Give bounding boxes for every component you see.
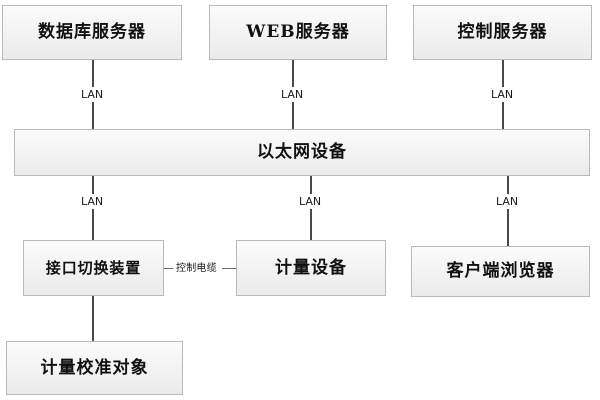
node-ethernet-device[interactable]: 以太网设备 <box>14 129 590 176</box>
node-web-server-label: WEB服务器 <box>246 22 350 43</box>
node-metering-device-label: 计量设备 <box>274 257 348 278</box>
edge-label-lan-interface: LAN <box>78 194 107 209</box>
node-interface-switch-label: 接口切换装置 <box>45 258 142 277</box>
edge-label-lan-metering: LAN <box>296 194 325 209</box>
node-calibration-object[interactable]: 计量校准对象 <box>6 341 183 395</box>
node-client-browser[interactable]: 客户端浏览器 <box>411 246 590 297</box>
connector-interface-to-calibration <box>92 296 94 341</box>
node-ethernet-device-label: 以太网设备 <box>256 142 348 163</box>
node-calibration-object-label: 计量校准对象 <box>40 357 149 378</box>
node-database-server[interactable]: 数据库服务器 <box>2 5 182 60</box>
node-database-server-label: 数据库服务器 <box>37 22 147 43</box>
node-control-server[interactable]: 控制服务器 <box>413 5 592 60</box>
control-cable-segment-right <box>222 268 236 269</box>
control-cable-segment-left <box>164 268 178 269</box>
node-interface-switch[interactable]: 接口切换装置 <box>23 240 164 296</box>
edge-label-lan-web: LAN <box>278 87 307 102</box>
node-web-server[interactable]: WEB服务器 <box>209 5 387 60</box>
node-control-server-label: 控制服务器 <box>457 22 548 43</box>
connector-ethernet-to-client <box>507 176 509 246</box>
edge-label-lan-client: LAN <box>493 194 522 209</box>
edge-label-lan-database: LAN <box>78 87 107 102</box>
edge-label-control-cable: 控制电缆 <box>173 261 220 276</box>
node-client-browser-label: 客户端浏览器 <box>446 261 555 282</box>
edge-label-lan-control: LAN <box>488 87 517 102</box>
node-metering-device[interactable]: 计量设备 <box>236 240 386 296</box>
